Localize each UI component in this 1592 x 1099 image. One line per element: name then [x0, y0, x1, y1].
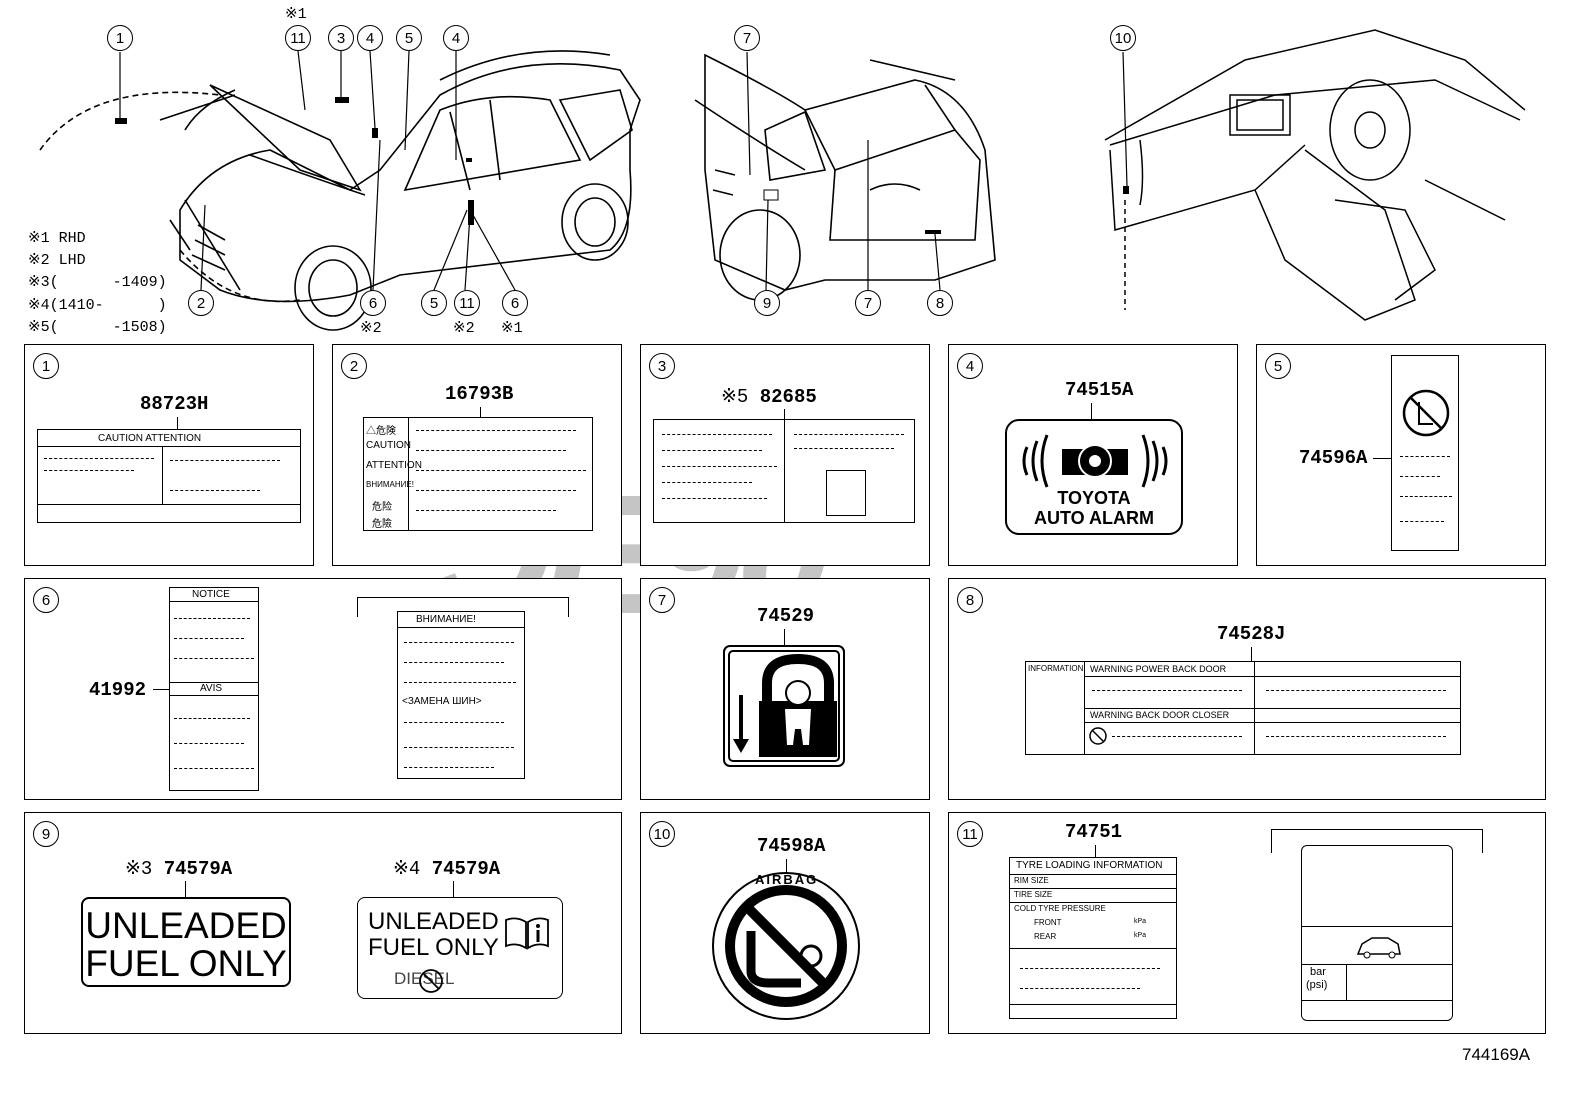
callout-6b: 6 — [502, 290, 528, 316]
callout-9: 9 — [754, 290, 780, 316]
panel-7: 7 74529 — [640, 578, 930, 800]
auto-alarm-label: TOYOTA AUTO ALARM — [1005, 419, 1183, 535]
airbag-text: AIRBAG — [755, 872, 819, 887]
callout-10: 10 — [1110, 25, 1136, 51]
callout-11b: 11 — [454, 290, 480, 316]
panel-3: 3 ※5 82685 — [640, 344, 930, 566]
part-number: 16793B — [445, 383, 514, 405]
callout-5: 5 — [396, 25, 422, 51]
no-diesel-icon — [419, 969, 443, 993]
callout-4: 4 — [357, 25, 383, 51]
panel-10: 10 74598A AIRBAG — [640, 812, 930, 1034]
power-back-door-label: INFORMATION WARNING POWER BACK DOOR WARN… — [1025, 661, 1461, 755]
mark-rhd-b: ※1 — [501, 320, 523, 337]
callout-3: 3 — [328, 25, 354, 51]
callout-2: 2 — [188, 290, 214, 316]
part-number: 74598A — [757, 835, 826, 857]
car-top-icon — [1356, 937, 1401, 959]
callout-5b: 5 — [421, 290, 447, 316]
vehicle-rear-view-drawing — [694, 51, 996, 301]
child-seat-warning-label — [1391, 355, 1459, 551]
child-lock-icon — [723, 645, 845, 767]
callout-7: 7 — [734, 25, 760, 51]
panel-2: 2 16793B △危険 CAUTION ATTENTION ВНИМАНИЕ!… — [332, 344, 622, 566]
unleaded-fuel-label: UNLEADED FUEL ONLY — [81, 897, 291, 987]
part-number: 74751 — [1065, 821, 1123, 843]
mark-lhd: ※2 — [360, 320, 382, 337]
vehicle-interior-drawing — [1104, 29, 1526, 321]
manual-book-icon — [505, 917, 549, 950]
callout-8: 8 — [927, 290, 953, 316]
vehicle-front-view-drawing — [39, 50, 641, 331]
part-number: 41992 — [89, 679, 147, 701]
tire-notice-label: NOTICE AVIS — [169, 587, 259, 791]
unleaded-fuel-label-small: UNLEADED FUEL ONLY DIESEL — [357, 897, 563, 999]
warning-multilang-label: △危険 CAUTION ATTENTION ВНИМАНИЕ! 危险 危險 — [363, 417, 593, 531]
part-number: 74528J — [1217, 623, 1286, 645]
airbag-warning-icon — [712, 872, 860, 1020]
part-number: 74515A — [1065, 379, 1134, 401]
part-number-b: ※4 74579A — [393, 858, 501, 880]
figure-id: 744169A — [1462, 1045, 1531, 1064]
no-hand-icon — [1089, 727, 1107, 745]
tire-notice-ru-label: ВНИМАНИЕ! <ЗАМЕНА ШИН> — [397, 611, 525, 779]
callout-6: 6 — [360, 290, 386, 316]
panel-6: 6 41992 NOTICE AVIS ВНИМАНИЕ! <ЗАМЕНА ШИ… — [24, 578, 622, 800]
caution-label: CAUTION ATTENTION — [37, 429, 301, 523]
callout-4b: 4 — [443, 25, 469, 51]
part-number: 88723H — [140, 393, 209, 415]
alarm-horn-icon — [1022, 434, 1168, 488]
emission-label — [653, 419, 915, 523]
callout-7b: 7 — [855, 290, 881, 316]
part-number: 74529 — [757, 605, 815, 627]
callout-1: 1 — [107, 25, 133, 51]
panel-1: 1 88723H CAUTION ATTENTION — [24, 344, 314, 566]
mark-rhd: ※1 — [285, 6, 307, 23]
part-number: ※5 82685 — [721, 386, 817, 408]
callout-11: 11 — [285, 25, 311, 51]
panel-11: 11 74751 TYRE LOADING INFORMATION RIM SI… — [948, 812, 1546, 1034]
no-child-seat-icon — [1402, 389, 1450, 437]
panel-5: 5 74596A — [1256, 344, 1546, 566]
panel-4: 4 74515A TOYOTA AUTO ALARM — [948, 344, 1238, 566]
mark-lhd-b: ※2 — [453, 320, 475, 337]
panel-9: 9 ※3 74579A UNLEADED FUEL ONLY ※4 74579A… — [24, 812, 622, 1034]
part-number-a: ※3 74579A — [125, 858, 233, 880]
tyre-loading-label: TYRE LOADING INFORMATION RIM SIZE TIRE S… — [1009, 857, 1177, 1019]
part-number: 74596A — [1299, 447, 1368, 469]
panel-8: 8 74528J INFORMATION WARNING POWER BACK … — [948, 578, 1546, 800]
tyre-pressure-label: bar (psi) — [1301, 845, 1453, 1021]
